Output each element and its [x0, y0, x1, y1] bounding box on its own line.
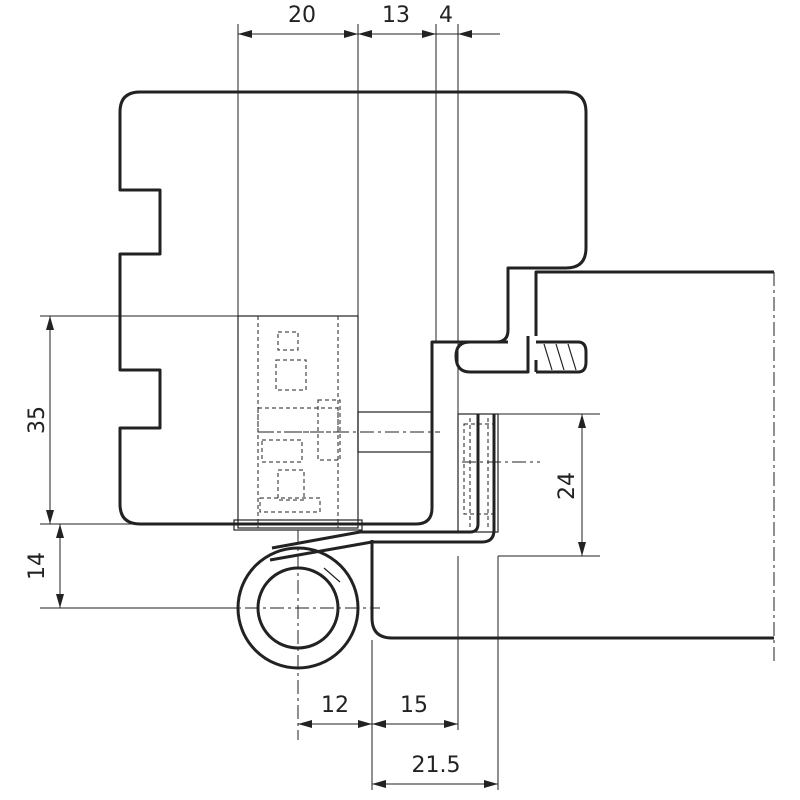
dim-label-15: 15: [400, 693, 428, 718]
door-leaf: [370, 270, 774, 640]
dim-bottom: [298, 720, 498, 788]
extension-lines: [40, 24, 600, 790]
seal-lips: [543, 343, 577, 371]
frame-lip: [454, 336, 530, 374]
hinge-arm: [269, 414, 496, 562]
dim-label-24: 24: [555, 472, 580, 500]
dim-label-13: 13: [382, 3, 410, 28]
dim-label-35: 35: [25, 406, 50, 434]
hinge-hidden-parts: [257, 316, 341, 528]
dim-label-4: 4: [439, 3, 453, 28]
connecting-pin: [357, 411, 433, 453]
frame-profile: [118, 90, 588, 526]
dim-left: [46, 316, 64, 608]
dim-label-12: 12: [321, 693, 349, 718]
dim-label-21-5: 21.5: [412, 753, 461, 778]
dim-label-20: 20: [288, 3, 316, 28]
seal: [536, 340, 588, 374]
knuckle-tab: [323, 567, 341, 583]
dim-label-14: 14: [25, 552, 50, 580]
dim-right: [578, 414, 586, 556]
dim-top: [238, 30, 500, 38]
